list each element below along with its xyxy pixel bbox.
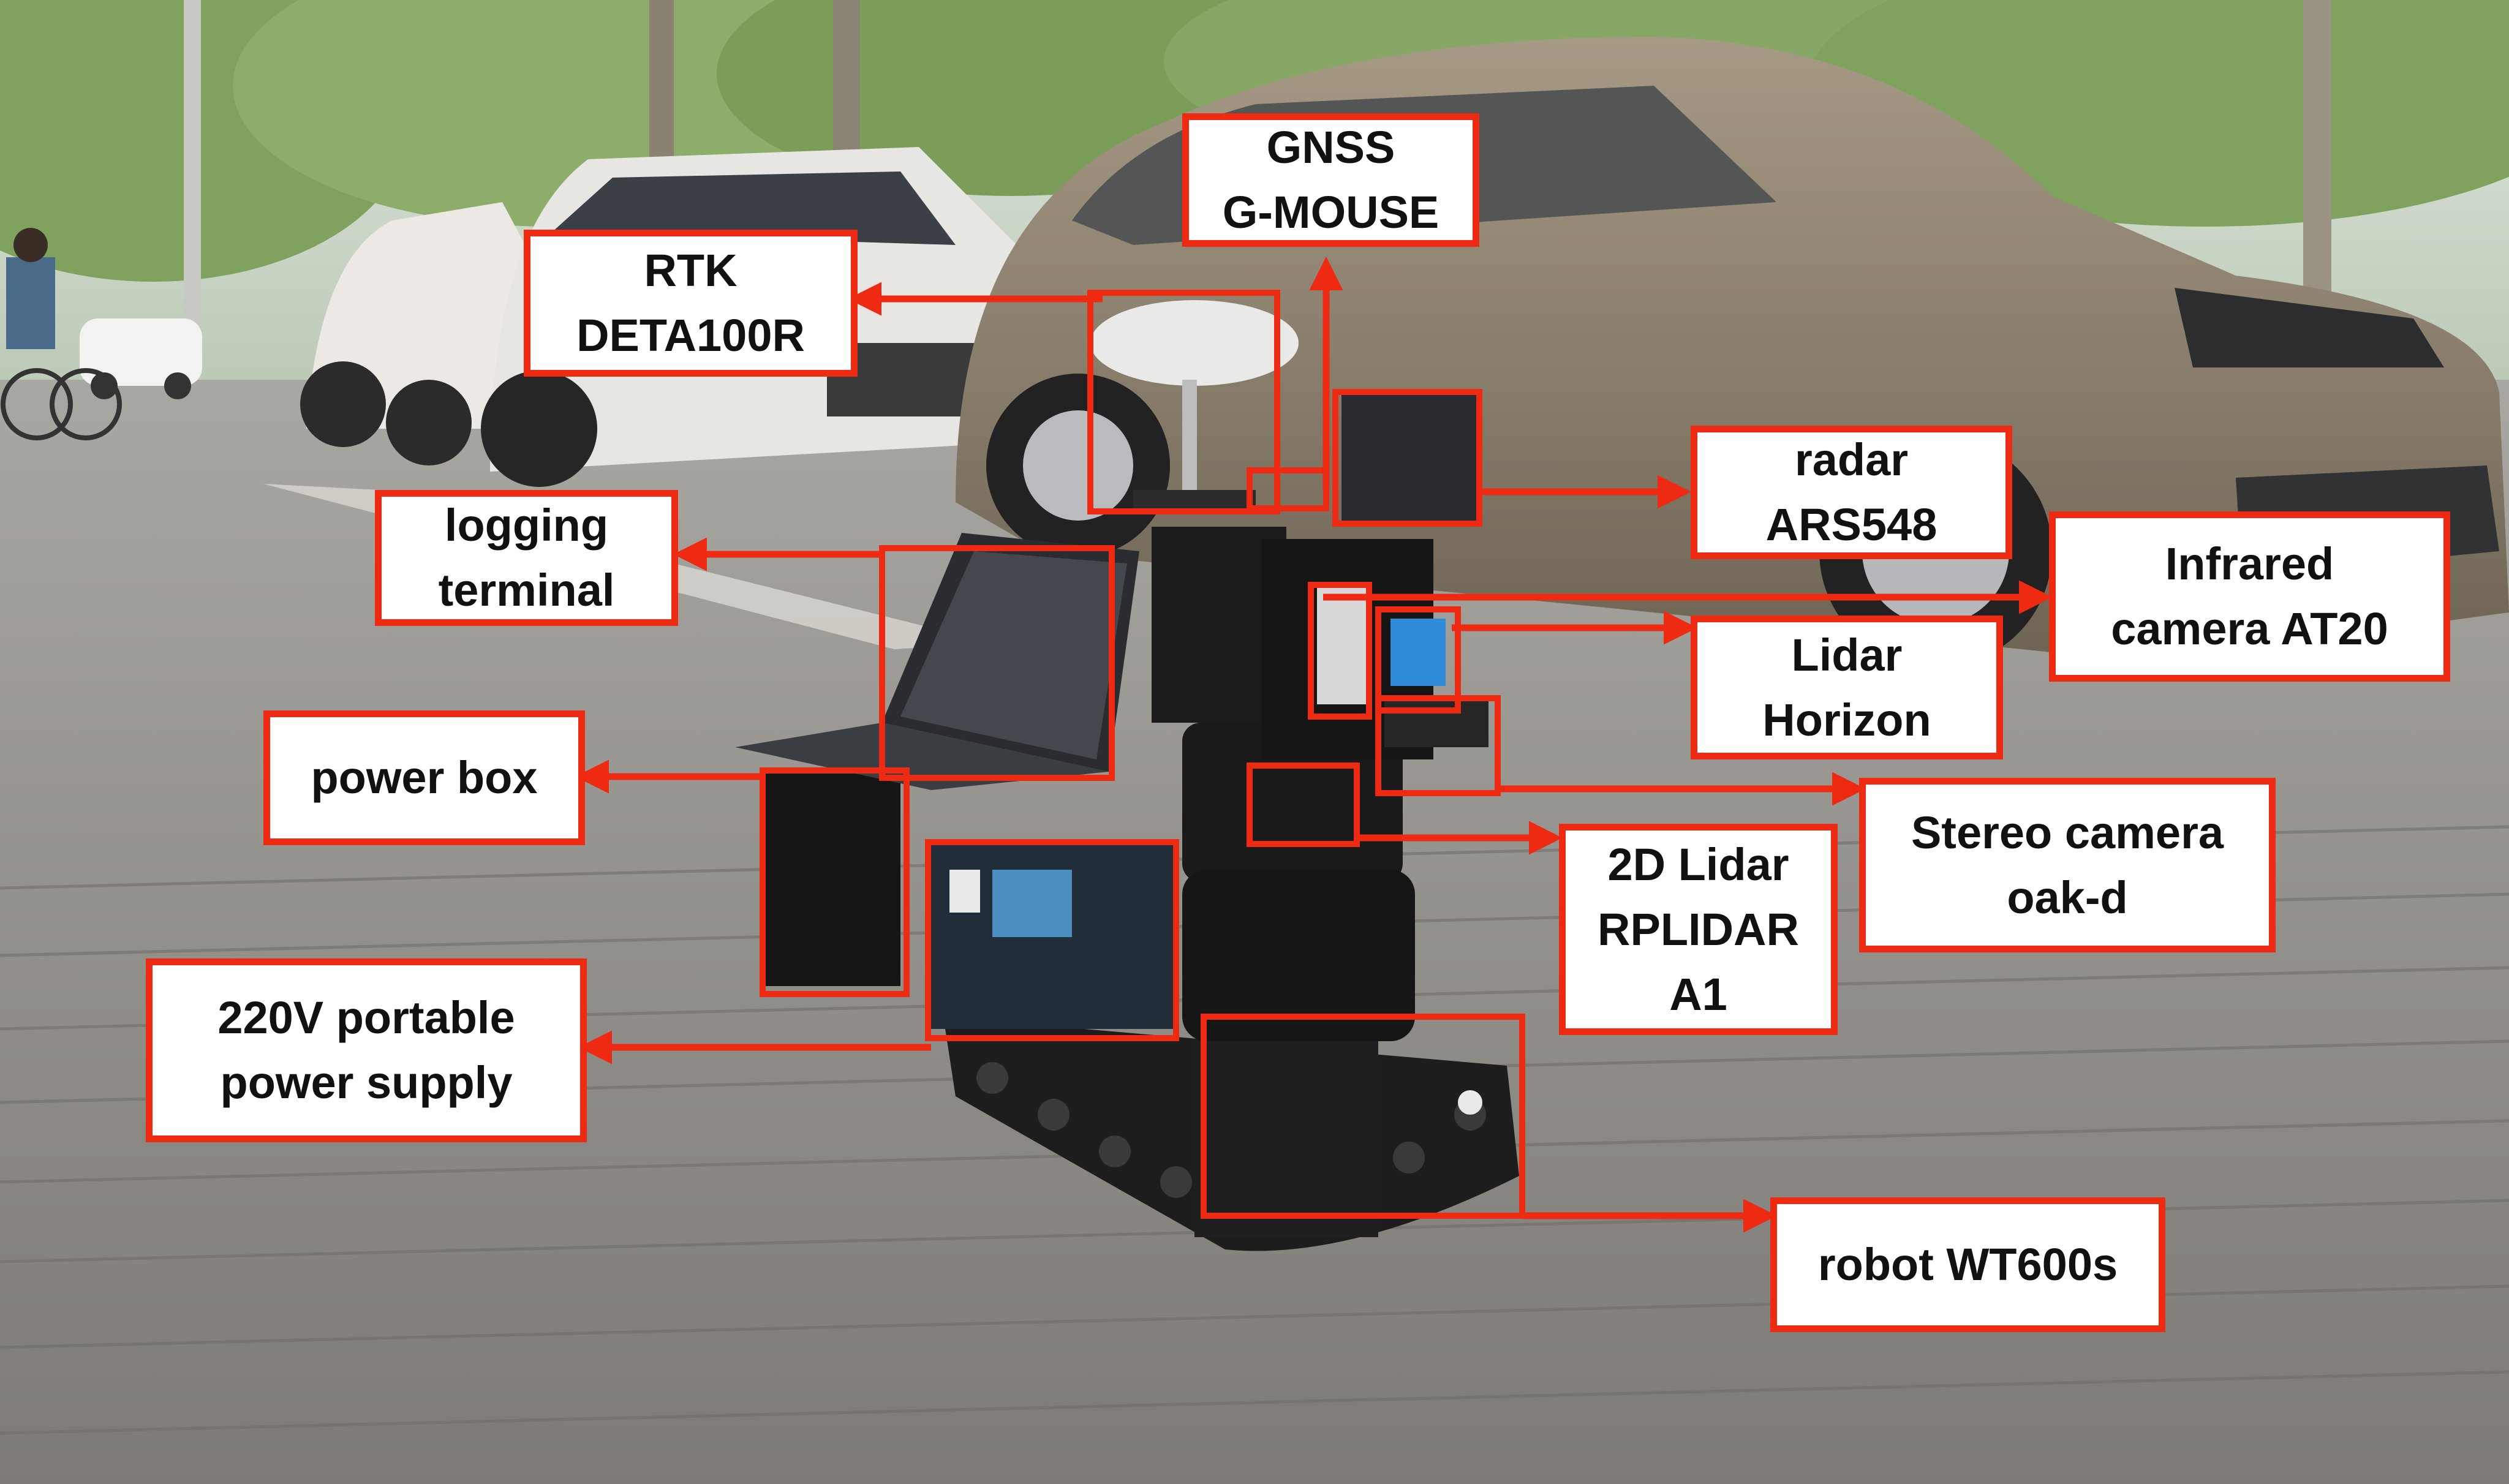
- connector-arrows: [575, 257, 2053, 1233]
- label-line: Horizon: [1762, 694, 1931, 745]
- label-gnss-g-mouse: GNSS G-MOUSE: [1182, 113, 1479, 247]
- label-line: camera AT20: [2111, 603, 2388, 654]
- label-power-box: power box: [263, 710, 585, 845]
- label-line: logging: [444, 500, 609, 551]
- label-line: power box: [311, 752, 538, 803]
- label-line: robot WT600s: [1817, 1239, 2118, 1290]
- label-logging-terminal: logging terminal: [375, 490, 678, 626]
- label-220v-portable-power-supply: 220V portable power supply: [146, 959, 587, 1142]
- label-line: Stereo camera: [1911, 807, 2224, 858]
- label-line: power supply: [220, 1057, 513, 1108]
- annotation-boxes: [760, 290, 1525, 1219]
- label-infrared-camera-at20: Infrared camera AT20: [2049, 511, 2450, 682]
- label-line: ARS548: [1765, 499, 1937, 550]
- robot-platform: [735, 300, 1519, 1251]
- label-line: RPLIDAR: [1598, 903, 1799, 955]
- label-line: Infrared: [2165, 538, 2334, 589]
- cyclist: [1, 228, 122, 440]
- label-line: oak-d: [2007, 872, 2128, 923]
- label-line: A1: [1669, 968, 1727, 1020]
- label-line: G-MOUSE: [1222, 187, 1439, 238]
- label-line: DETA100R: [576, 310, 805, 361]
- label-line: 2D Lidar: [1607, 838, 1789, 890]
- label-line: RTK: [644, 245, 738, 296]
- label-rtk-deta100r: RTK DETA100R: [524, 230, 858, 377]
- trees: [0, 0, 2509, 392]
- label-robot-wt600s: robot WT600s: [1770, 1197, 2165, 1332]
- far-white-car: [80, 318, 202, 399]
- label-line: Lidar: [1791, 629, 1903, 680]
- label-line: 220V portable: [217, 992, 515, 1043]
- label-line: GNSS: [1266, 122, 1395, 173]
- label-line: radar: [1794, 434, 1909, 485]
- label-line: terminal: [438, 565, 615, 616]
- label-stereo-camera-oak-d: Stereo camera oak-d: [1859, 778, 2276, 952]
